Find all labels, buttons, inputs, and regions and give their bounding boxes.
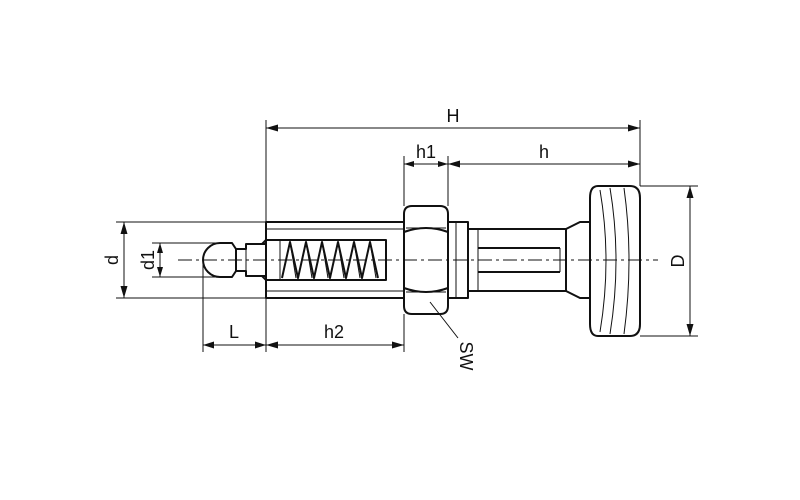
dimension-H: H xyxy=(265,106,641,222)
plunger-pin xyxy=(202,239,267,281)
label-h1: h1 xyxy=(416,142,436,162)
knob xyxy=(589,185,641,337)
dimension-h1: h1 xyxy=(403,142,449,206)
label-h2: h2 xyxy=(324,322,344,342)
label-h: h xyxy=(539,142,549,162)
dimension-d: d xyxy=(102,221,266,299)
dimension-D: D xyxy=(640,185,698,337)
label-d: d xyxy=(102,255,122,265)
dimension-h: h xyxy=(448,142,640,168)
label-d1: d1 xyxy=(138,250,158,270)
label-L: L xyxy=(229,322,239,342)
dimension-d1: d1 xyxy=(138,242,218,278)
hex-nut xyxy=(403,205,449,315)
dimension-SW: SW xyxy=(429,301,476,371)
dimension-L: L xyxy=(202,262,267,352)
dimension-h2: h2 xyxy=(266,314,405,352)
label-H: H xyxy=(447,106,460,126)
label-SW: SW xyxy=(456,342,476,371)
label-D: D xyxy=(668,255,688,268)
